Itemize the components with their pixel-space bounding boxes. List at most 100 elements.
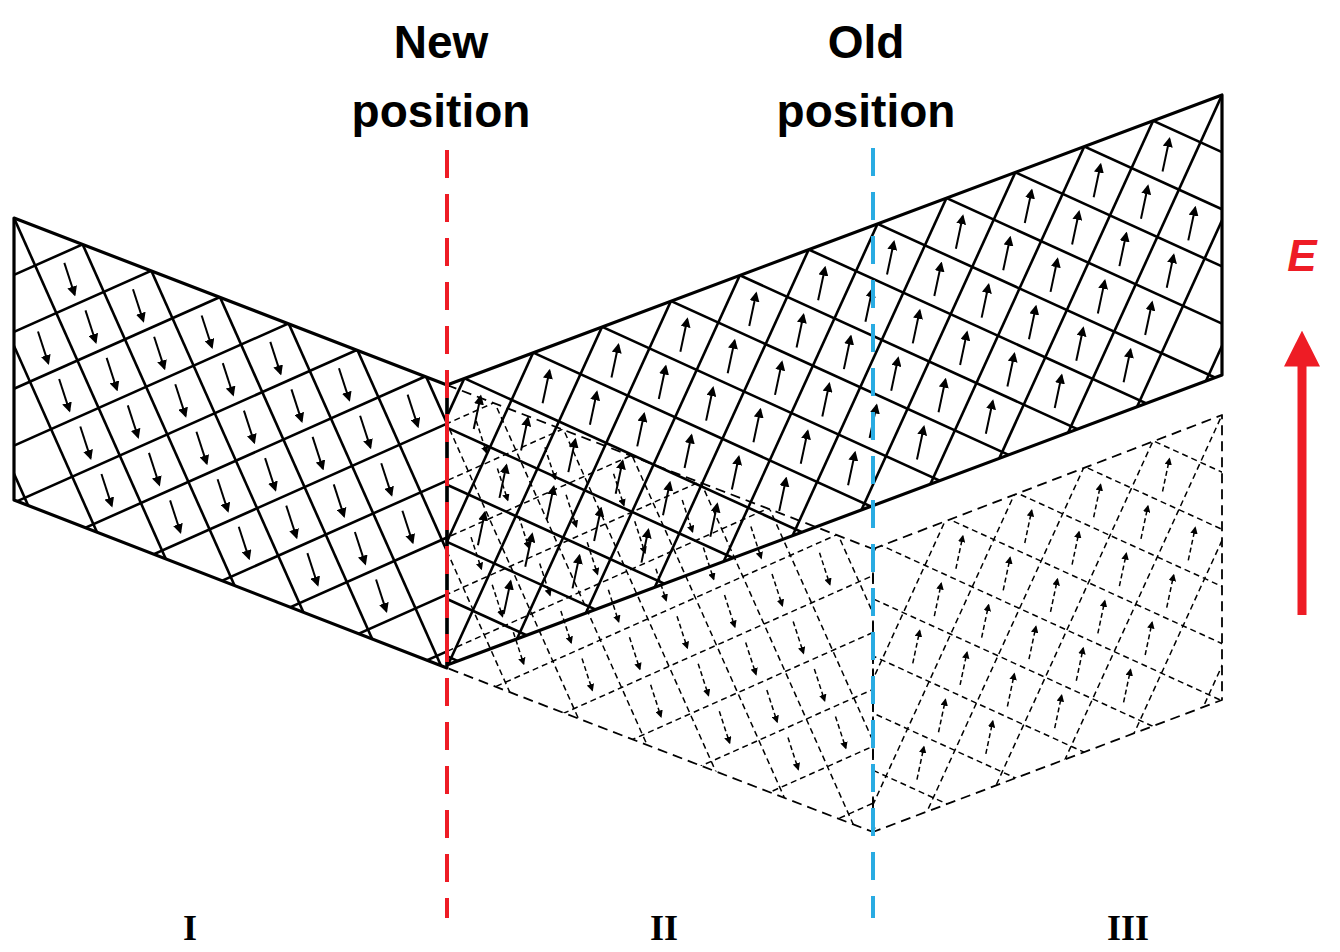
lattice-line	[151, 0, 1340, 952]
lattice-line	[0, 830, 1340, 952]
lattice-line	[0, 0, 301, 952]
polarization-arrow	[753, 410, 760, 443]
lattice-line	[0, 0, 774, 952]
lattice-line	[0, 70, 1340, 952]
lattice-line	[0, 0, 1340, 629]
lattice-line	[0, 0, 970, 952]
lattice-line	[0, 687, 1340, 952]
lattice-line	[0, 0, 20, 952]
polarization-arrow	[291, 389, 301, 421]
polarization-arrow	[239, 527, 249, 559]
polarization-arrow	[698, 664, 708, 696]
lattice-line	[1101, 0, 1340, 952]
lattice-line	[293, 0, 1340, 952]
lattice-line	[0, 0, 1340, 271]
lattice-line	[0, 0, 305, 952]
polarization-arrow	[1167, 575, 1174, 608]
polarization-arrow	[133, 289, 143, 321]
lattice-line	[1197, 0, 1340, 952]
lattice-line	[0, 782, 1340, 952]
lattice-line	[958, 0, 1340, 952]
lattice-line	[0, 0, 637, 952]
lattice-line	[626, 0, 1340, 952]
lattice-line	[0, 0, 1340, 535]
polarization-arrow	[677, 616, 687, 648]
lattice-line	[0, 0, 1340, 746]
lattice-line	[0, 579, 1340, 952]
polarization-arrow	[85, 310, 95, 342]
lattice-line	[0, 911, 1340, 952]
polarization-arrow	[1055, 696, 1062, 729]
lattice-line	[0, 450, 1340, 952]
polarization-arrow	[244, 411, 254, 443]
lattice-line	[0, 260, 1340, 952]
polarization-arrow	[1098, 601, 1105, 634]
lattice-line	[0, 0, 1340, 509]
lattice-line	[1244, 0, 1340, 952]
lattice-line	[103, 0, 1340, 952]
polarization-arrow	[1163, 139, 1170, 172]
lattice-line	[0, 0, 162, 952]
polarization-arrow	[630, 637, 640, 669]
lattice-line	[0, 0, 1340, 224]
lattice-line	[629, 0, 1340, 952]
polarization-arrow	[960, 652, 967, 685]
lattice-line	[0, 0, 585, 952]
lattice-line	[440, 0, 1340, 952]
lattice-line	[0, 0, 447, 952]
polarization-arrow	[504, 582, 511, 615]
region-label: II	[624, 910, 704, 946]
lattice-line	[0, 592, 1340, 952]
polarization-arrow	[934, 263, 941, 296]
polarization-arrow	[635, 521, 645, 553]
polarization-arrow	[313, 437, 323, 469]
lattice-line	[0, 0, 916, 952]
lattice-line	[771, 0, 1340, 952]
lattice-line	[0, 343, 1340, 952]
lattice-line	[0, 59, 1340, 952]
polarization-arrow	[663, 483, 670, 516]
polarization-arrow	[587, 542, 597, 574]
lattice-line	[56, 0, 1340, 952]
lattice-line	[0, 0, 1340, 271]
polarization-arrow	[265, 458, 275, 490]
lattice-line	[0, 0, 1200, 952]
polarization-arrow	[547, 487, 554, 520]
lattice-line	[0, 0, 1340, 924]
lattice-line	[0, 0, 1340, 129]
lattice-line	[1292, 0, 1340, 952]
lattice-line	[771, 0, 1340, 952]
polarization-arrow	[1025, 510, 1032, 543]
lattice-line	[578, 0, 1340, 952]
lattice-line	[1292, 0, 1340, 952]
polarization-arrow	[749, 293, 756, 326]
lattice-line	[0, 0, 780, 952]
polarization-arrow	[154, 337, 164, 369]
lattice-line	[0, 874, 1340, 952]
lattice-line	[0, 0, 726, 952]
polarization-arrow	[1124, 350, 1131, 383]
lattice-line	[0, 0, 726, 952]
lattice-line	[0, 0, 1340, 440]
lattice-line	[345, 0, 1340, 952]
lattice-line	[0, 165, 1340, 952]
polarization-arrow	[478, 513, 485, 546]
lattice-line	[0, 0, 1340, 889]
polarization-arrow	[939, 380, 946, 413]
polarization-arrow	[725, 595, 735, 627]
lattice-line	[0, 0, 1340, 640]
lattice-line	[0, 0, 1340, 224]
lattice-line	[1008, 0, 1340, 952]
lattice-line	[0, 0, 1340, 215]
lattice-line	[198, 0, 1340, 952]
lattice-line	[0, 497, 1340, 952]
lattice-line	[0, 0, 1255, 952]
polarization-arrow	[1025, 190, 1032, 223]
lattice-line	[203, 0, 1340, 952]
polarization-arrow	[706, 388, 713, 421]
